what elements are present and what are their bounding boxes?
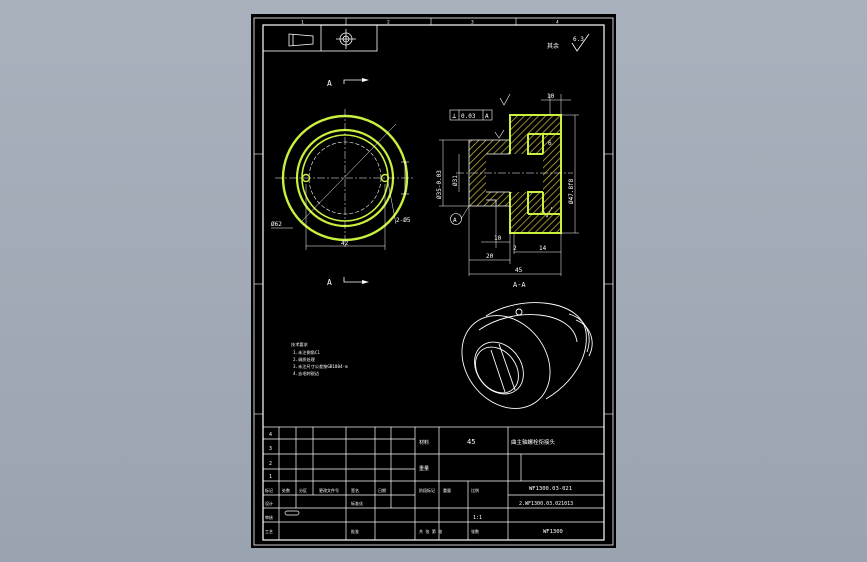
roughness-value: 6.3 (573, 36, 584, 43)
reviewer-label: 审核 (265, 514, 273, 520)
dim-10-top: 10 (547, 93, 555, 100)
note-line: 3.未注尺寸公差按GB1804-m (293, 363, 348, 370)
row-number: 1 (269, 474, 272, 480)
standard-label: 标准化 (351, 500, 363, 506)
tol-datum: A (485, 113, 489, 120)
drawing-title: 曲主轴螺栓衔接头 (511, 438, 556, 446)
weight-col-label: 重量 (443, 487, 451, 493)
note-line: 4.去毛刺锐边 (293, 370, 320, 377)
iso-view (461, 302, 593, 409)
roughness-icon (571, 33, 590, 52)
section-label-top: A (327, 79, 332, 88)
hole-note: 2-Ø5 (396, 217, 411, 224)
outer-frame (253, 17, 614, 546)
note-line: 2.调质处理 (293, 356, 316, 363)
designer-label: 设计 (265, 500, 273, 506)
section-view-label: A-A (513, 281, 526, 289)
weight-label: 重量 (419, 465, 429, 472)
stage-label: 阶段标记 (419, 487, 435, 493)
roughness-icon (499, 93, 511, 106)
dim-47: Ø47.8f8 (568, 178, 575, 204)
date-label: 日期 (378, 487, 386, 493)
cad-drawing: 1 2 3 4 其余 6.3 A A (253, 17, 614, 546)
dim-35: Ø35-0.03 (436, 170, 443, 199)
dim-31: Ø31 (452, 175, 459, 186)
zone-ticks (254, 18, 613, 415)
drawing-no-main: WF1300.03-021 (529, 486, 572, 492)
sheets-label: 张数 (471, 528, 479, 534)
roughness-other: 其余 6.3 (547, 33, 590, 52)
perp-icon: ⊥ (452, 112, 456, 120)
row-number: 4 (269, 432, 272, 438)
drawing-sheet: 1 2 3 4 其余 6.3 A A (251, 14, 616, 548)
note-line: 1.未注倒角C1 (293, 349, 320, 356)
front-view: A A Ø62 42 2-Ø5 (271, 78, 415, 287)
section-arrow-bottom (343, 277, 362, 283)
tol-value: 0.03 (461, 113, 476, 120)
datum-marker (450, 213, 462, 225)
dim-width-42: 42 (341, 240, 349, 247)
roughness-icon (494, 129, 505, 139)
change-doc-label: 更改文件号 (319, 487, 339, 493)
dim-14: 14 (539, 245, 547, 252)
zone-label: 1 (301, 20, 304, 26)
section-body (469, 115, 561, 233)
dim-10-bottom: 10 (494, 235, 502, 242)
dim-6: 6 (548, 140, 552, 147)
section-view: ⊥ 0.03 A (436, 93, 579, 289)
row-number: 3 (269, 446, 272, 452)
title-block (262, 426, 605, 541)
dim-20: 20 (486, 253, 494, 260)
note-line: 技术要求 (291, 341, 309, 348)
zone-label: 分区 (299, 487, 307, 493)
zone-labels: 1 2 3 4 (301, 20, 559, 26)
drawing-no-sub: 2.WF1300.03.021013 (519, 501, 573, 507)
projection-symbol (262, 24, 378, 52)
sheet-label: 共 张 第 张 (419, 528, 442, 534)
inner-frame (262, 24, 605, 541)
material-value: 45 (467, 438, 475, 446)
sign-label: 签名 (351, 487, 359, 493)
zone-label: 4 (556, 20, 559, 26)
product-code: WF1300 (543, 529, 563, 535)
section-label-bottom: A (327, 278, 332, 287)
title-block-text: 4 3 2 1 材料 45 重量 曲主轴螺栓衔接头 标记 处数 分区 更改文件号… (265, 432, 573, 535)
tech-notes: 技术要求 1.未注倒角C1 2.调质处理 3.未注尺寸公差按GB1804-m 4… (291, 341, 348, 377)
revision-label: 标记 (265, 487, 273, 493)
approve-label: 批准 (351, 528, 359, 534)
process-label: 工艺 (265, 529, 273, 534)
dim-45: 45 (515, 267, 523, 274)
scale-value: 1:1 (473, 515, 482, 521)
material-label: 材料 (419, 439, 429, 446)
other-label: 其余 (547, 42, 559, 50)
zone-label: 2 (387, 20, 390, 26)
scale-col-label: 比例 (471, 487, 479, 493)
count-label: 处数 (282, 487, 290, 493)
zone-label: 3 (471, 20, 474, 26)
tolerance-frame: ⊥ 0.03 A (449, 109, 493, 121)
dim-outer-dia: Ø62 (271, 221, 282, 228)
row-number: 2 (269, 461, 272, 467)
dim-2: 2 (513, 245, 517, 252)
datum-label: A (453, 217, 457, 224)
section-arrow-top (343, 79, 362, 84)
